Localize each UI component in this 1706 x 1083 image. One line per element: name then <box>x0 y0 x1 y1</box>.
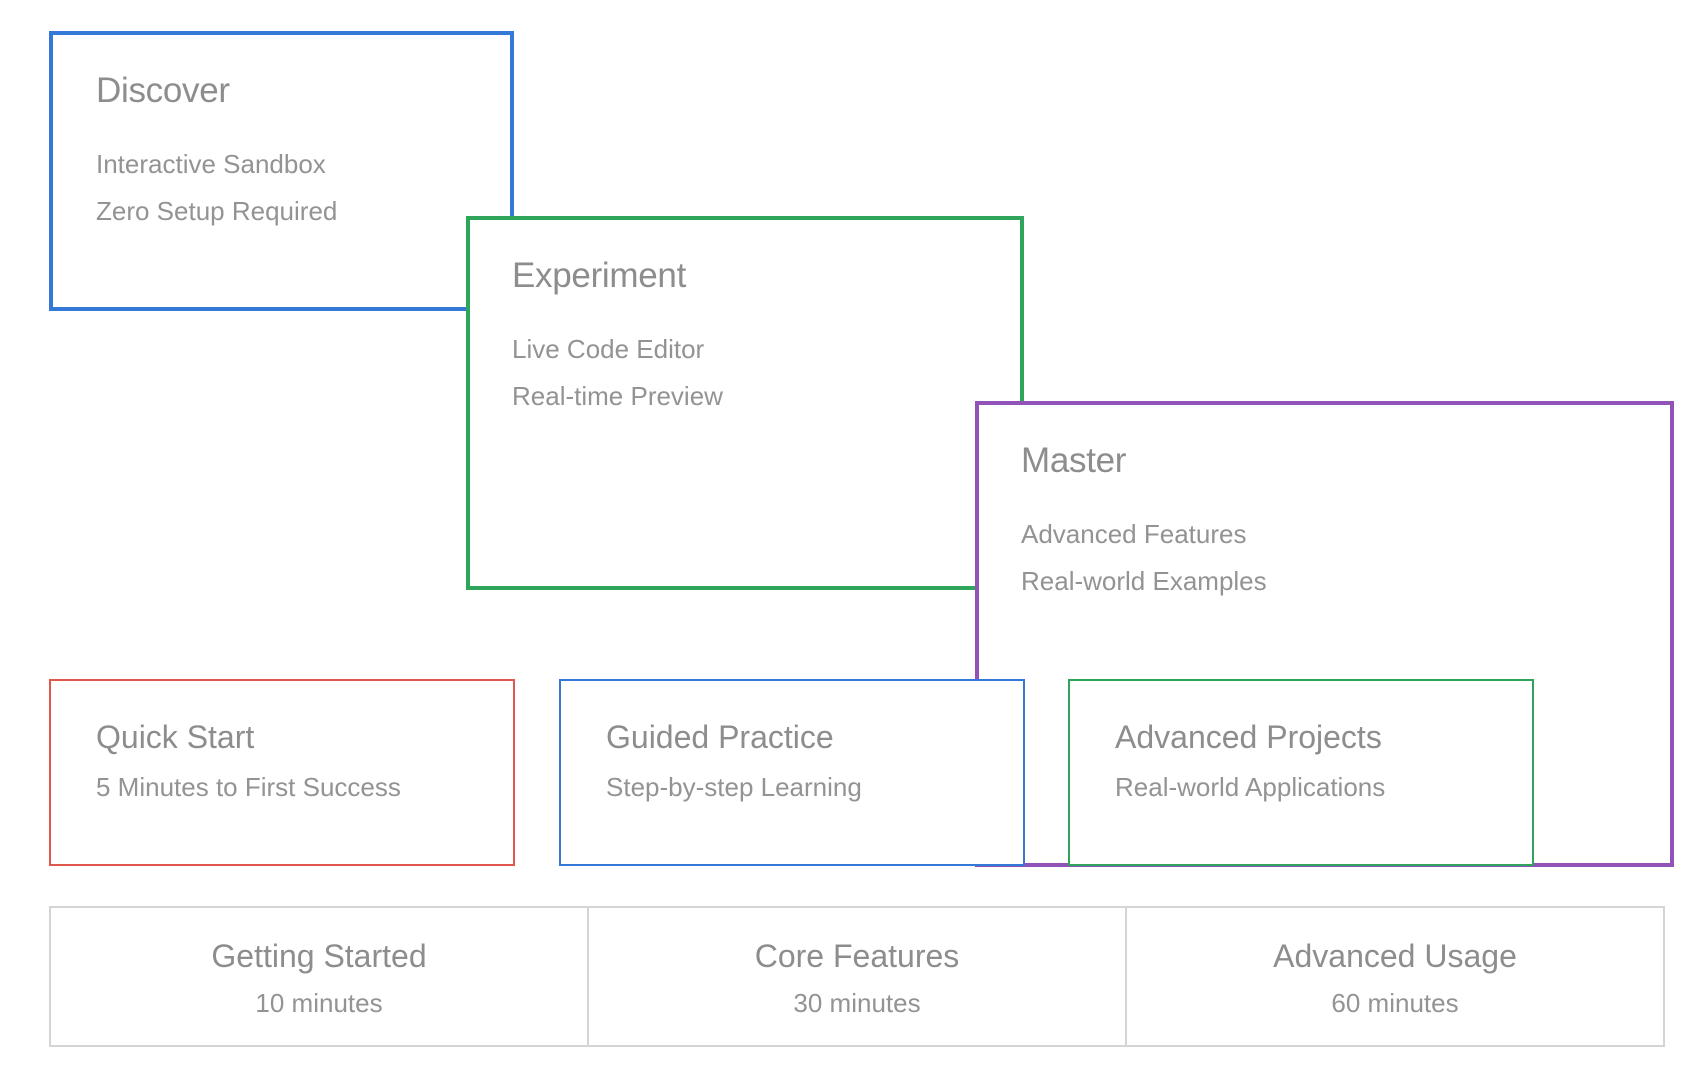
timeline-title: Core Features <box>754 938 960 974</box>
track-title: Quick Start <box>96 719 255 755</box>
track-guided-practice: Guided Practice Step-by-step Learning <box>559 679 1025 866</box>
timeline-title: Advanced Usage <box>1273 938 1517 974</box>
stage-feature: Live Code Editor <box>512 334 705 364</box>
track-title: Guided Practice <box>606 719 834 755</box>
track-subtitle: 5 Minutes to First Success <box>96 772 401 802</box>
stage-feature: Interactive Sandbox <box>96 149 326 179</box>
timeline: Getting Started 10 minutes Core Features… <box>49 906 1665 1047</box>
stage-feature: Zero Setup Required <box>96 196 338 226</box>
track-quick-start: Quick Start 5 Minutes to First Success <box>49 679 515 866</box>
timeline-duration: 30 minutes <box>793 988 921 1018</box>
timeline-title: Getting Started <box>211 938 427 974</box>
timeline-cell-advanced-usage: Advanced Usage 60 minutes <box>1125 908 1663 1045</box>
timeline-duration: 10 minutes <box>255 988 383 1018</box>
stage-feature: Real-world Examples <box>1021 566 1267 596</box>
stage-title: Experiment <box>512 256 687 295</box>
track-subtitle: Step-by-step Learning <box>606 772 862 802</box>
stage-feature: Real-time Preview <box>512 381 723 411</box>
track-title: Advanced Projects <box>1115 719 1382 755</box>
timeline-cell-core-features: Core Features 30 minutes <box>587 908 1125 1045</box>
stage-title: Discover <box>96 71 230 110</box>
stage-discover: Discover Interactive Sandbox Zero Setup … <box>49 31 514 311</box>
timeline-cell-getting-started: Getting Started 10 minutes <box>51 908 587 1045</box>
stage-feature: Advanced Features <box>1021 519 1247 549</box>
stage-title: Master <box>1021 441 1127 480</box>
track-advanced-projects: Advanced Projects Real-world Application… <box>1068 679 1534 866</box>
timeline-duration: 60 minutes <box>1331 988 1459 1018</box>
track-subtitle: Real-world Applications <box>1115 772 1386 802</box>
stage-experiment: Experiment Live Code Editor Real-time Pr… <box>466 216 1024 590</box>
